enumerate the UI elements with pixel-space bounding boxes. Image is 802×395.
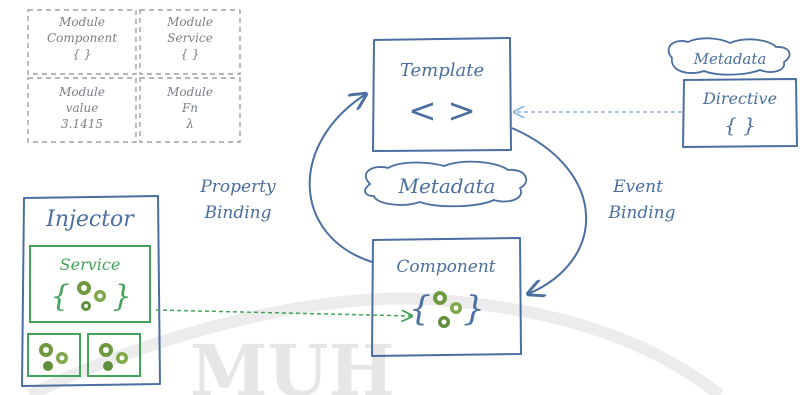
- injector-instance-box-2: [87, 333, 141, 377]
- module-value-box: [27, 77, 137, 143]
- directive-label: Directive: [702, 89, 777, 108]
- template-label: Template: [400, 60, 484, 81]
- module-fn-symbol: λ: [185, 117, 194, 131]
- directive-metadata-label: Metadata: [693, 50, 767, 68]
- injector-label: Injector: [45, 207, 135, 232]
- template-box: [372, 37, 512, 152]
- module-service-symbol: { }: [180, 47, 199, 61]
- directive-node: Metadata Directive { }: [667, 37, 798, 148]
- watermark-text: MUH: [190, 329, 395, 395]
- module-component-box: [27, 9, 137, 75]
- component-label: Component: [396, 257, 495, 277]
- directive-box: [682, 78, 798, 148]
- component-box: [371, 237, 522, 357]
- directive-symbol: { }: [724, 113, 756, 137]
- injector-service-label: Service: [60, 255, 121, 274]
- module-component-symbol: { }: [72, 47, 91, 61]
- injector-node: Injector Service { }: [21, 195, 161, 387]
- property-binding-line1: Property: [199, 177, 276, 197]
- module-service-line1: Module: [166, 15, 213, 29]
- module-fn-line1: Module: [166, 85, 213, 99]
- component-brace-right: }: [463, 289, 485, 329]
- property-binding-arrow: [308, 94, 373, 263]
- module-service-box: [139, 9, 241, 75]
- injection-arrow: [155, 309, 412, 316]
- module-grid: Module Component { } Module Service { } …: [27, 9, 241, 143]
- module-component-line2: Component: [47, 31, 117, 45]
- module-fn-box: [139, 77, 241, 143]
- injector-instance-gears-icon-2: [99, 343, 128, 371]
- center-metadata-label: Metadata: [398, 174, 496, 198]
- module-component-line1: Module: [58, 15, 105, 29]
- event-binding-line2: Binding: [607, 203, 675, 223]
- template-node: Template < >: [372, 37, 512, 152]
- module-value-symbol: 3.1415: [61, 117, 103, 131]
- template-symbol: < >: [408, 91, 476, 131]
- component-gears-icon: [433, 291, 462, 328]
- component-node: Component { }: [371, 237, 522, 357]
- event-binding-line1: Event: [612, 177, 663, 197]
- module-value-line1: Module: [58, 85, 105, 99]
- module-value-line2: value: [66, 101, 99, 115]
- directive-metadata-cloud: [667, 37, 791, 76]
- module-service-line2: Service: [167, 31, 213, 45]
- injector-box: [21, 195, 161, 387]
- injector-instance-gears-icon-1: [39, 343, 68, 371]
- center-metadata: Metadata: [364, 160, 528, 208]
- injector-service-brace-right: }: [112, 279, 131, 314]
- injector-service-gears-icon: [77, 281, 106, 311]
- watermark: MUH: [27, 292, 724, 395]
- injector-service-box: [29, 245, 151, 323]
- injector-instance-box-1: [27, 333, 81, 377]
- injector-service-brace-left: {: [50, 279, 69, 314]
- component-brace-left: {: [409, 289, 431, 329]
- center-metadata-cloud: [364, 160, 528, 208]
- event-binding-arrow: [511, 127, 588, 294]
- property-binding-line2: Binding: [203, 203, 271, 223]
- module-fn-line2: Fn: [181, 101, 198, 115]
